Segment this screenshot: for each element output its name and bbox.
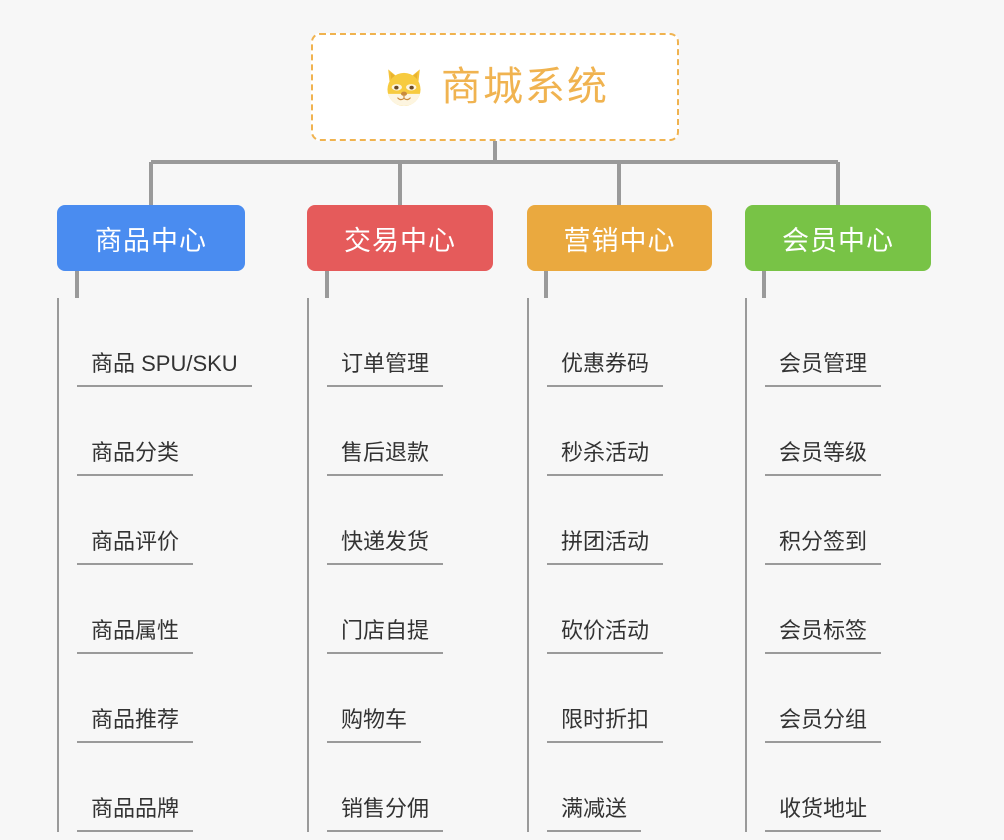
leaf-item-label: 积分签到 — [765, 529, 882, 565]
leaf-item[interactable]: 积分签到 — [747, 476, 931, 565]
leaf-item[interactable]: 商品属性 — [59, 565, 245, 654]
category-header-label: 会员中心 — [782, 225, 894, 256]
leaf-list-member: 会员管理 会员等级 积分签到 会员标签 会员分组 收货地址 — [745, 298, 931, 832]
leaf-item[interactable]: 砍价活动 — [529, 565, 712, 654]
category-header-product[interactable]: 商品中心 — [57, 205, 245, 271]
leaf-item-label: 商品属性 — [77, 618, 194, 654]
leaf-item[interactable]: 销售分佣 — [309, 743, 493, 832]
category-header-label: 商品中心 — [95, 225, 207, 256]
leaf-item-label: 限时折扣 — [547, 707, 664, 743]
leaf-item[interactable]: 商品评价 — [59, 476, 245, 565]
category-column-trade: 交易中心 订单管理 售后退款 快递发货 门店自提 购物车 销售分佣 — [307, 205, 493, 832]
leaf-item-label: 会员等级 — [765, 440, 882, 476]
leaf-item-label: 购物车 — [327, 707, 422, 743]
leaf-item[interactable]: 秒杀活动 — [529, 387, 712, 476]
leaf-item[interactable]: 商品 SPU/SKU — [59, 298, 252, 387]
leaf-item-label: 会员标签 — [765, 618, 882, 654]
leaf-item-label: 满减送 — [547, 796, 642, 832]
leaf-item[interactable]: 满减送 — [529, 743, 712, 832]
leaf-item[interactable]: 拼团活动 — [529, 476, 712, 565]
leaf-item[interactable]: 收货地址 — [747, 743, 931, 832]
leaf-item-label: 销售分佣 — [327, 796, 444, 832]
leaf-item-label: 收货地址 — [765, 796, 882, 832]
leaf-item-label: 门店自提 — [327, 618, 444, 654]
leaf-item[interactable]: 会员标签 — [747, 565, 931, 654]
leaf-item[interactable]: 会员等级 — [747, 387, 931, 476]
shiba-dog-face-icon — [387, 69, 421, 106]
leaf-item-label: 砍价活动 — [547, 618, 664, 654]
leaf-list-marketing: 优惠券码 秒杀活动 拼团活动 砍价活动 限时折扣 满减送 — [527, 298, 712, 832]
leaf-item[interactable]: 会员管理 — [747, 298, 931, 387]
leaf-item[interactable]: 优惠券码 — [529, 298, 712, 387]
leaf-item[interactable]: 商品推荐 — [59, 654, 245, 743]
category-header-marketing[interactable]: 营销中心 — [527, 205, 712, 271]
root-node-title: 商城系统 — [441, 65, 609, 109]
leaf-list-product: 商品 SPU/SKU 商品分类 商品评价 商品属性 商品推荐 商品品牌 — [57, 298, 252, 832]
leaf-item[interactable]: 商品分类 — [59, 387, 245, 476]
leaf-item[interactable]: 商品品牌 — [59, 743, 245, 832]
leaf-item-label: 商品评价 — [77, 529, 194, 565]
category-column-marketing: 营销中心 优惠券码 秒杀活动 拼团活动 砍价活动 限时折扣 满减送 — [527, 205, 712, 832]
leaf-item[interactable]: 限时折扣 — [529, 654, 712, 743]
leaf-item-label: 秒杀活动 — [547, 440, 664, 476]
leaf-item-label: 售后退款 — [327, 440, 444, 476]
leaf-item-label: 会员分组 — [765, 707, 882, 743]
leaf-item[interactable]: 快递发货 — [309, 476, 493, 565]
leaf-item-label: 优惠券码 — [547, 351, 664, 387]
leaf-list-trade: 订单管理 售后退款 快递发货 门店自提 购物车 销售分佣 — [307, 298, 493, 832]
root-node-mall-system[interactable]: 商城系统 — [311, 33, 679, 141]
leaf-item-label: 商品推荐 — [77, 707, 194, 743]
category-column-member: 会员中心 会员管理 会员等级 积分签到 会员标签 会员分组 收货地址 — [745, 205, 931, 832]
leaf-item-label: 快递发货 — [327, 529, 444, 565]
leaf-item-label: 拼团活动 — [547, 529, 664, 565]
category-header-label: 交易中心 — [344, 225, 456, 256]
leaf-item[interactable]: 售后退款 — [309, 387, 493, 476]
leaf-item-label: 商品 SPU/SKU — [77, 351, 252, 387]
leaf-item-label: 会员管理 — [765, 351, 882, 387]
category-header-member[interactable]: 会员中心 — [745, 205, 931, 271]
leaf-item[interactable]: 会员分组 — [747, 654, 931, 743]
leaf-item-label: 订单管理 — [327, 351, 444, 387]
category-header-trade[interactable]: 交易中心 — [307, 205, 493, 271]
leaf-item-label: 商品品牌 — [77, 796, 194, 832]
leaf-item-label: 商品分类 — [77, 440, 194, 476]
category-header-label: 营销中心 — [563, 225, 676, 256]
leaf-item[interactable]: 购物车 — [309, 654, 493, 743]
leaf-item[interactable]: 订单管理 — [309, 298, 493, 387]
category-column-product: 商品中心 商品 SPU/SKU 商品分类 商品评价 商品属性 商品推荐 商品品牌 — [57, 205, 252, 832]
leaf-item[interactable]: 门店自提 — [309, 565, 493, 654]
